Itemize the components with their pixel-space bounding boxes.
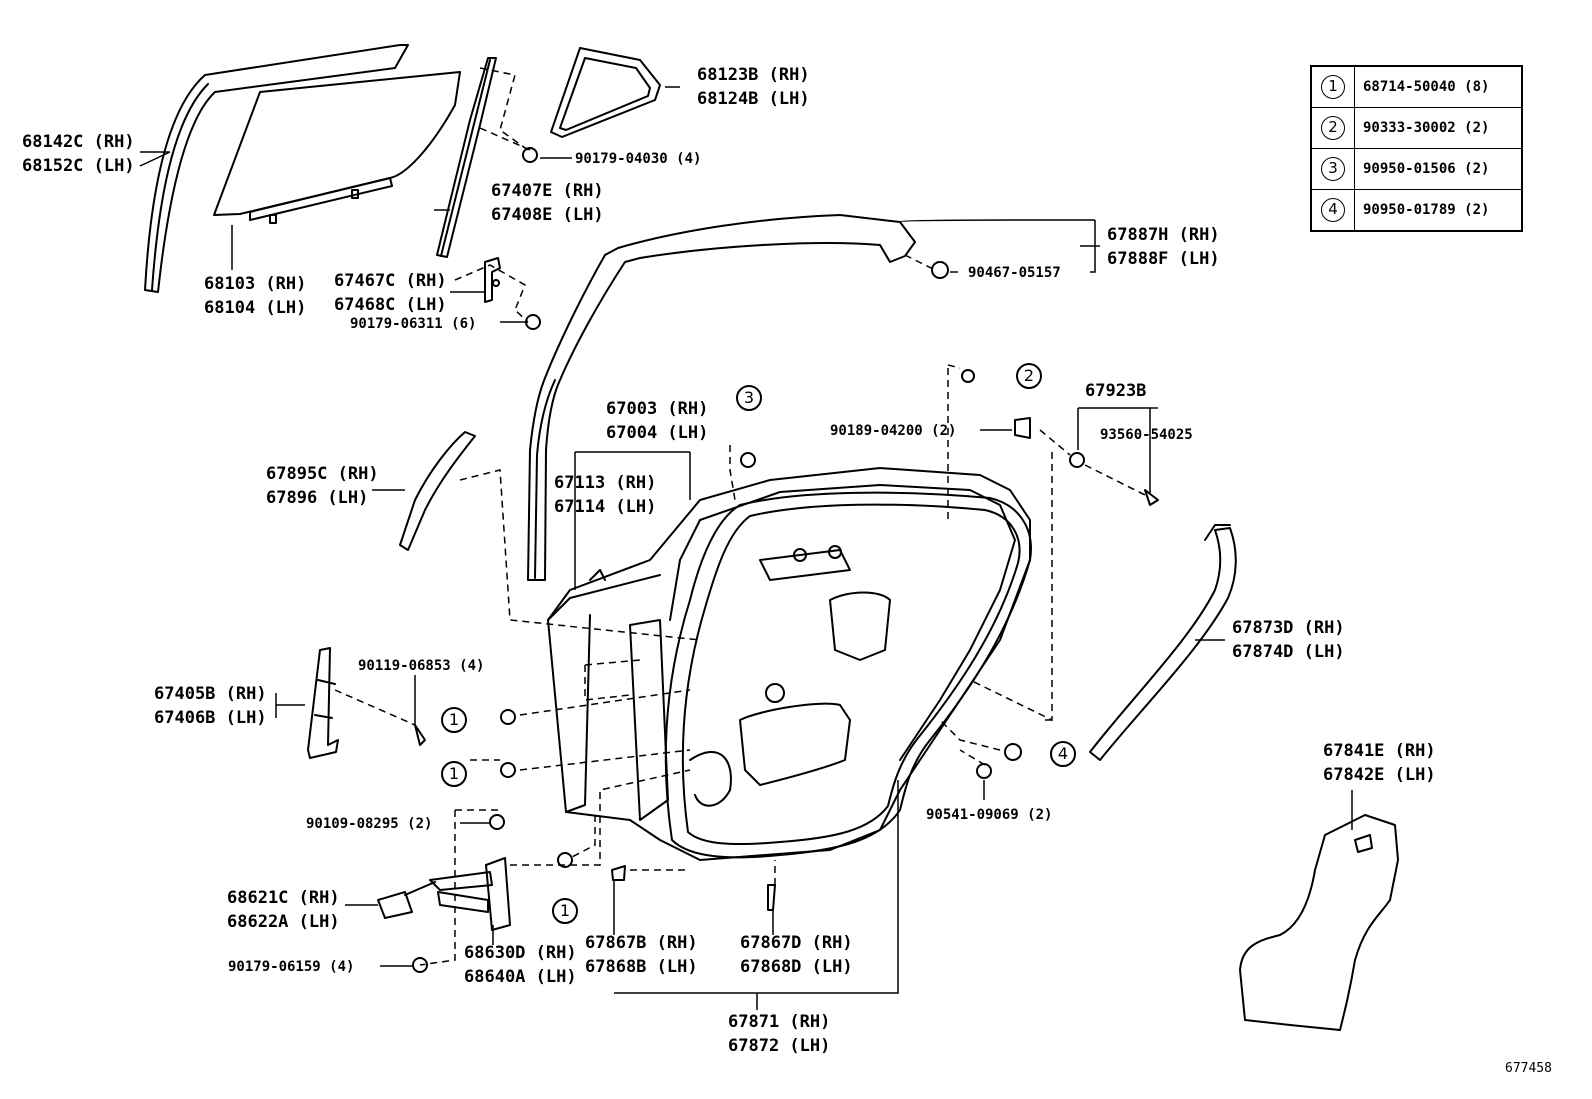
weatherstrip-67887h-drawing [527, 214, 916, 581]
part-label: 67468C (LH) [334, 295, 447, 315]
part-label: 68621C (RH) [227, 888, 340, 908]
part-label: 67873D (RH) [1232, 618, 1345, 638]
quarter-glass-68123b-drawing [550, 47, 661, 138]
part-label: 67874D (LH) [1232, 642, 1345, 662]
part-label: 67408E (LH) [491, 205, 604, 225]
part-label: 67406B (LH) [154, 708, 267, 728]
callout-3: 3 [736, 385, 762, 411]
callout-1: 1 [441, 707, 467, 733]
strip-67895c-drawing [399, 431, 476, 551]
part-label: 90109-08295 (2) [306, 816, 433, 832]
hinge-68630d-drawing [429, 857, 511, 931]
part-label: 67923B [1085, 381, 1147, 401]
part-label: 90119-06853 (4) [358, 658, 485, 674]
cover-67841e-drawing [1239, 814, 1399, 1031]
legend-ref: 3 [1321, 157, 1345, 181]
part-label: 67868B (LH) [585, 957, 698, 977]
callout-1: 1 [552, 898, 578, 924]
door-glass-68103-drawing [213, 71, 461, 224]
part-label: 67872 (LH) [728, 1036, 831, 1056]
legend-part-number: 90333-30002 (2) [1354, 107, 1523, 149]
legend-row: 1 68714-50040 (8) [1310, 65, 1523, 108]
weatherstrip-67873d-drawing [1089, 524, 1237, 761]
run-channel-68142c-drawing [144, 44, 409, 293]
callout-2: 2 [1016, 363, 1042, 389]
part-label: 68142C (RH) [22, 132, 135, 152]
part-label: 68123B (RH) [697, 65, 810, 85]
part-label: 67114 (LH) [554, 497, 657, 517]
division-bar-67407e-drawing [436, 57, 497, 258]
regulator-67405b-drawing [307, 647, 339, 759]
part-label: 68104 (LH) [204, 298, 307, 318]
part-label: 90189-04200 (2) [830, 423, 957, 439]
part-label: 68630D (RH) [464, 943, 577, 963]
legend-row: 3 90950-01506 (2) [1310, 148, 1523, 190]
part-label: 67887H (RH) [1107, 225, 1220, 245]
part-label: 90541-09069 (2) [926, 807, 1053, 823]
legend-part-number: 90950-01506 (2) [1354, 148, 1523, 190]
legend-part-number: 68714-50040 (8) [1354, 65, 1523, 108]
legend-part-number: 90950-01789 (2) [1354, 189, 1523, 232]
part-label: 90179-06311 (6) [350, 316, 477, 332]
legend-ref: 4 [1321, 198, 1345, 222]
part-label: 67888F (LH) [1107, 249, 1220, 269]
legend-row: 2 90333-30002 (2) [1310, 107, 1523, 149]
legend-row: 4 90950-01789 (2) [1310, 189, 1523, 232]
callout-1: 1 [441, 761, 467, 787]
part-label: 67467C (RH) [334, 271, 447, 291]
part-label: 68622A (LH) [227, 912, 340, 932]
part-label: 90179-06159 (4) [228, 959, 355, 975]
legend-ref: 1 [1321, 75, 1345, 99]
part-label: 67003 (RH) [606, 399, 709, 419]
part-label: 68152C (LH) [22, 156, 135, 176]
part-label: 67113 (RH) [554, 473, 657, 493]
callout-4: 4 [1050, 741, 1076, 767]
diagram-number: 677458 [1505, 1061, 1552, 1076]
part-label: 68103 (RH) [204, 274, 307, 294]
part-label: 67868D (LH) [740, 957, 853, 977]
part-label: 67867D (RH) [740, 933, 853, 953]
part-label: 67867B (RH) [585, 933, 698, 953]
part-label: 67841E (RH) [1323, 741, 1436, 761]
part-label: 68640A (LH) [464, 967, 577, 987]
part-label: 68124B (LH) [697, 89, 810, 109]
door-panel-drawing [547, 467, 1032, 861]
part-label: 90467-05157 [968, 265, 1061, 281]
legend-table: 1 68714-50040 (8) 2 90333-30002 (2) 3 90… [1310, 65, 1523, 232]
part-label: 67842E (LH) [1323, 765, 1436, 785]
part-label: 67895C (RH) [266, 464, 379, 484]
part-label: 90179-04030 (4) [575, 151, 702, 167]
part-label: 67405B (RH) [154, 684, 267, 704]
part-label: 67407E (RH) [491, 181, 604, 201]
part-label: 67871 (RH) [728, 1012, 831, 1032]
legend-ref: 2 [1321, 116, 1345, 140]
bracket-67467c-drawing [484, 257, 501, 303]
part-label: 67004 (LH) [606, 423, 709, 443]
door-check-68621c-drawing [377, 881, 436, 919]
part-label: 93560-54025 [1100, 427, 1193, 443]
part-label: 67896 (LH) [266, 488, 369, 508]
